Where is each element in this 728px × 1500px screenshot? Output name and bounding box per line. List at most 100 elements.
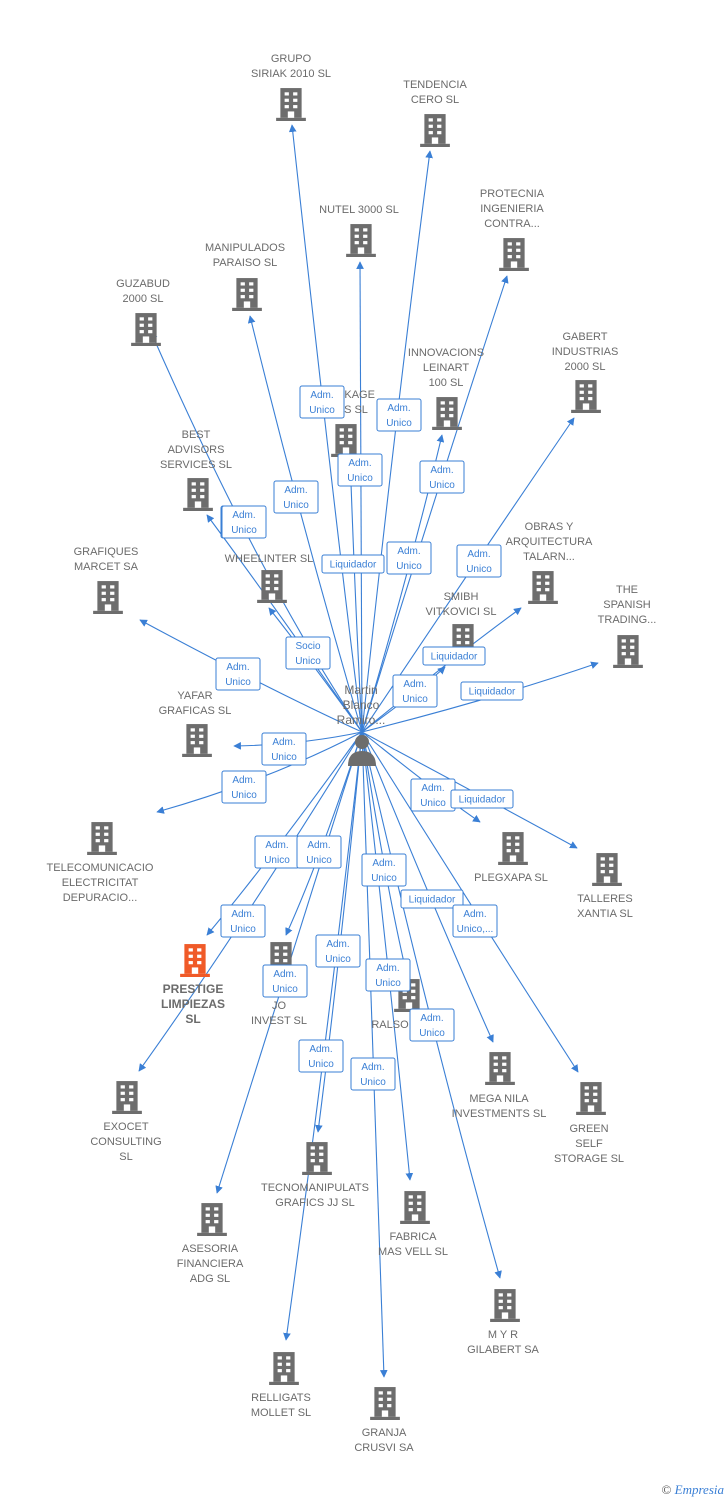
role-label: Unico	[396, 561, 422, 572]
role-badge[interactable]: Adm.Unico	[365, 958, 411, 992]
role-badge[interactable]: Liquidador	[400, 889, 464, 909]
company-name: FINANCIERA	[177, 1258, 244, 1270]
role-badge-box	[456, 544, 502, 578]
company-name: CERO SL	[411, 94, 459, 106]
company-node-obras-arquitectura[interactable]: OBRAS YARQUITECTURATALARN...	[506, 521, 593, 604]
role-label: Unico	[347, 473, 373, 484]
role-badge[interactable]: Adm.Unico	[221, 505, 267, 539]
role-badge[interactable]: Adm.Unico	[419, 460, 465, 494]
role-badge[interactable]: Adm.Unico,...	[452, 904, 498, 938]
role-badge-box	[450, 789, 514, 809]
role-badge[interactable]: Adm.Unico	[337, 453, 383, 487]
role-label: Unico	[231, 790, 257, 801]
role-label: Adm.	[307, 840, 330, 851]
role-badge[interactable]: Adm. Unico	[221, 770, 267, 804]
role-badge[interactable]: Liquidador	[450, 789, 514, 809]
center-node[interactable]: MartinBlancoRamiro...	[337, 683, 386, 766]
company-node-telecomunicacio[interactable]: TELECOMUNICACIOELECTRICITATDEPURACIO...	[47, 822, 154, 904]
company-node-wheelinter[interactable]: WHEELINTER SL	[225, 553, 314, 603]
role-label: Adm.	[265, 840, 288, 851]
building-icon	[276, 88, 306, 121]
person-name: Martin	[344, 683, 377, 697]
company-node-plegxapa[interactable]: PLEGXAPA SL	[474, 832, 548, 884]
company-node-ralso[interactable]: RALSO	[371, 979, 424, 1031]
role-label: Liquidador	[431, 652, 478, 663]
role-badge[interactable]: Liquidador	[321, 554, 385, 574]
building-icon	[302, 1142, 332, 1175]
company-name: WHEELINTER SL	[225, 553, 314, 565]
role-badge[interactable]: Adm.Unico	[376, 398, 422, 432]
role-label: Unico	[272, 984, 298, 995]
role-badge[interactable]: Liquidador	[460, 681, 524, 701]
company-name: ADVISORS	[168, 444, 225, 456]
role-badge[interactable]: Adm.Unico	[456, 544, 502, 578]
role-badge[interactable]: Adm.Unico	[273, 480, 319, 514]
role-badge[interactable]: Liquidador	[422, 646, 486, 666]
building-icon	[571, 380, 601, 413]
role-label: Adm.	[232, 775, 255, 786]
company-node-protecnia[interactable]: PROTECNIAINGENIERIACONTRA...	[480, 188, 545, 271]
building-icon	[232, 278, 262, 311]
role-badge-box	[221, 505, 267, 539]
role-badge[interactable]: Adm.Unico	[392, 674, 438, 708]
role-label: Unico	[386, 418, 412, 429]
company-name: GRANJA	[362, 1427, 407, 1439]
company-name: XANTIA SL	[577, 908, 633, 920]
company-name: RELLIGATS	[251, 1392, 311, 1404]
role-badge[interactable]: Adm.Unico	[262, 964, 308, 998]
company-name: PROTECNIA	[480, 188, 545, 200]
company-node-nutel-3000[interactable]: NUTEL 3000 SL	[319, 204, 399, 257]
role-badge[interactable]: Adm.Unico	[254, 835, 300, 869]
company-name: SPANISH	[603, 599, 651, 611]
company-name: LEINART	[423, 362, 470, 374]
role-label: Adm.	[397, 546, 420, 557]
company-name: 2000 SL	[123, 293, 164, 305]
role-badge[interactable]: Adm.Unico	[215, 657, 261, 691]
role-badge[interactable]: Adm.Unico	[296, 835, 342, 869]
company-name: BEST	[182, 429, 211, 441]
role-badge[interactable]: Adm.Unico	[299, 385, 345, 419]
company-node-the-spanish-trading[interactable]: THESPANISHTRADING...	[598, 584, 657, 668]
role-badge[interactable]: Adm.Unico	[361, 853, 407, 887]
company-name: PARAISO SL	[213, 257, 278, 269]
building-icon	[131, 313, 161, 346]
role-badge[interactable]: Adm.Unico	[298, 1039, 344, 1073]
role-badge[interactable]: Adm. Unico	[386, 541, 432, 575]
company-name: MEGA NILA	[469, 1093, 529, 1105]
role-badge[interactable]: Adm.Unico	[350, 1057, 396, 1091]
company-name: MARCET SA	[74, 561, 139, 573]
role-label: Adm.	[376, 963, 399, 974]
role-badge[interactable]: Adm.Unico	[409, 1008, 455, 1042]
role-label: Unico	[271, 752, 297, 763]
role-badge[interactable]: Adm.Unico	[261, 732, 307, 766]
role-badge[interactable]: Adm.Unico	[220, 904, 266, 938]
role-badge[interactable]: Adm.Unico	[315, 934, 361, 968]
company-name: PRESTIGE	[163, 982, 224, 996]
role-label: Unico	[325, 954, 351, 965]
role-badge[interactable]: Adm.Unico	[410, 778, 456, 812]
